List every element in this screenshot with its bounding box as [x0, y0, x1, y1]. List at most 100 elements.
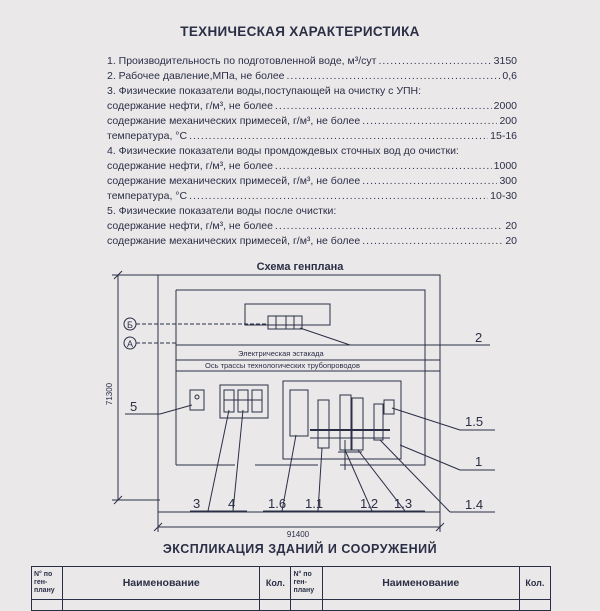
dimension-tick	[435, 522, 445, 532]
spec-row: содержание механических примесей, г/м³, …	[107, 115, 517, 130]
spec-value: 10-30	[490, 190, 517, 202]
callout-4: 4	[228, 496, 235, 511]
spec-row: содержание нефти, г/м³, не более 1000	[107, 160, 517, 175]
spec-label: 5. Физические показатели воды после очис…	[107, 205, 337, 217]
spec-value: 15-16	[490, 130, 517, 142]
unit-1-3	[351, 397, 364, 451]
spec-row: содержание нефти, г/м³, не более 20	[107, 220, 517, 235]
spec-label: содержание нефти, г/м³, не более	[107, 160, 273, 172]
site-boundary	[157, 274, 441, 513]
spec-heading: 4. Физические показатели воды промдождев…	[107, 145, 517, 160]
table-cell	[321, 599, 520, 611]
spec-row: температура, °С 10-30	[107, 190, 517, 205]
header-number: N° по ген- плану	[290, 566, 323, 600]
leader-4	[232, 409, 244, 512]
table-cell	[259, 599, 292, 611]
header-name: Наименование	[321, 566, 520, 600]
callout-1-4: 1.4	[465, 497, 483, 512]
header-qty: Кол.	[259, 566, 292, 600]
unit-1-5	[383, 399, 395, 415]
tank-4b	[251, 389, 263, 413]
callout-1-5: 1.5	[465, 414, 483, 429]
spec-row: 1. Производительность по подготовленной …	[107, 55, 517, 70]
leader-1-3	[357, 449, 406, 512]
callout-5: 5	[130, 399, 137, 414]
spec-label: содержание нефти, г/м³, не более	[107, 100, 273, 112]
spec-label: 1. Производительность по подготовленной …	[107, 55, 377, 67]
building-5	[189, 389, 205, 411]
spec-value: 20	[505, 235, 517, 247]
spec-label: содержание механических примесей, г/м³, …	[107, 235, 361, 247]
spec-value: 20	[505, 220, 517, 232]
spec-label: содержание механических примесей, г/м³, …	[107, 115, 361, 127]
callout-1-2: 1.2	[360, 496, 378, 511]
spec-row: температура, °С 15-16	[107, 130, 517, 145]
dimension-horizontal-label: 91400	[287, 530, 310, 539]
callout-2: 2	[475, 330, 482, 345]
specifications-list: 1. Производительность по подготовленной …	[107, 55, 517, 250]
leader-1-4	[379, 439, 451, 513]
callout-1-6: 1.6	[268, 496, 286, 511]
header-number: N° по ген- плану	[30, 566, 64, 600]
spec-row: содержание механических примесей, г/м³, …	[107, 175, 517, 190]
table-cell	[62, 599, 261, 611]
header-name: Наименование	[62, 566, 261, 600]
treatment-plant	[282, 380, 402, 460]
tank-3	[223, 389, 235, 413]
leader-2	[299, 327, 351, 346]
spec-label: температура, °С	[107, 190, 188, 202]
table-cell	[30, 599, 64, 611]
spec-value: 0,6	[502, 70, 517, 82]
spec-heading: 5. Физические показатели воды после очис…	[107, 205, 517, 220]
dimension-vertical-label: 71300	[105, 382, 114, 405]
table-row	[30, 599, 552, 611]
scheme-title: Схема генплана	[256, 261, 344, 273]
spec-value: 2000	[493, 100, 517, 112]
leader-1	[399, 444, 461, 471]
building-5-mark	[194, 394, 200, 400]
tank-4	[237, 389, 249, 413]
table-header-row: N° по ген- плану Наименование Кол. N° по…	[30, 566, 552, 600]
tanks-group	[219, 384, 269, 419]
unit-1-6	[289, 389, 309, 437]
spec-row: содержание нефти, г/м³, не более 2000	[107, 100, 517, 115]
spec-value: 200	[499, 115, 517, 127]
callout-1-3: 1.3	[394, 496, 412, 511]
explication-table: N° по ген- плану Наименование Кол. N° по…	[30, 566, 552, 611]
spec-label: 3. Физические показатели воды,поступающе…	[107, 85, 422, 97]
overpass-building	[267, 315, 303, 330]
callout-1-1: 1.1	[305, 496, 323, 511]
spec-label: температура, °С	[107, 130, 188, 142]
spec-label: содержание нефти, г/м³, не более	[107, 220, 273, 232]
unit-1-1	[317, 399, 330, 449]
leader-1-5	[391, 407, 461, 431]
axis-a-label: А	[127, 339, 133, 349]
road-loop	[176, 289, 426, 466]
spec-value: 3150	[493, 55, 517, 67]
leader-1-1	[317, 447, 323, 512]
spec-value: 1000	[493, 160, 517, 172]
overpass-label: Электрическая эстакада	[238, 349, 325, 358]
table-cell	[290, 599, 323, 611]
leader-1-6	[281, 434, 297, 512]
callout-3: 3	[193, 496, 200, 511]
axis-b-label: Б	[127, 320, 133, 330]
explication-title: ЭКСПЛИКАЦИЯ ЗДАНИЙ И СООРУЖЕНИЙ	[162, 542, 438, 556]
spec-row: содержание механических примесей, г/м³, …	[107, 235, 517, 250]
header-qty: Кол.	[518, 566, 552, 600]
spec-row: 2. Рабочее давление,МПа, не более 0,6	[107, 70, 517, 85]
dimension-tick	[153, 522, 163, 532]
spec-label: содержание механических примесей, г/м³, …	[107, 175, 361, 187]
leader-3	[207, 409, 230, 512]
page-title: ТЕХНИЧЕСКАЯ ХАРАКТЕРИСТИКА	[180, 24, 420, 39]
leader-1-2	[344, 449, 373, 512]
leader-5	[159, 404, 193, 415]
pipeline-label: Ось трассы технологических трубопроводов	[205, 361, 360, 370]
dimension-tick	[113, 495, 123, 505]
spec-label: 2. Рабочее давление,МПа, не более	[107, 70, 285, 82]
dimension-tick	[113, 270, 123, 280]
spec-value: 300	[499, 175, 517, 187]
table-cell	[518, 599, 552, 611]
